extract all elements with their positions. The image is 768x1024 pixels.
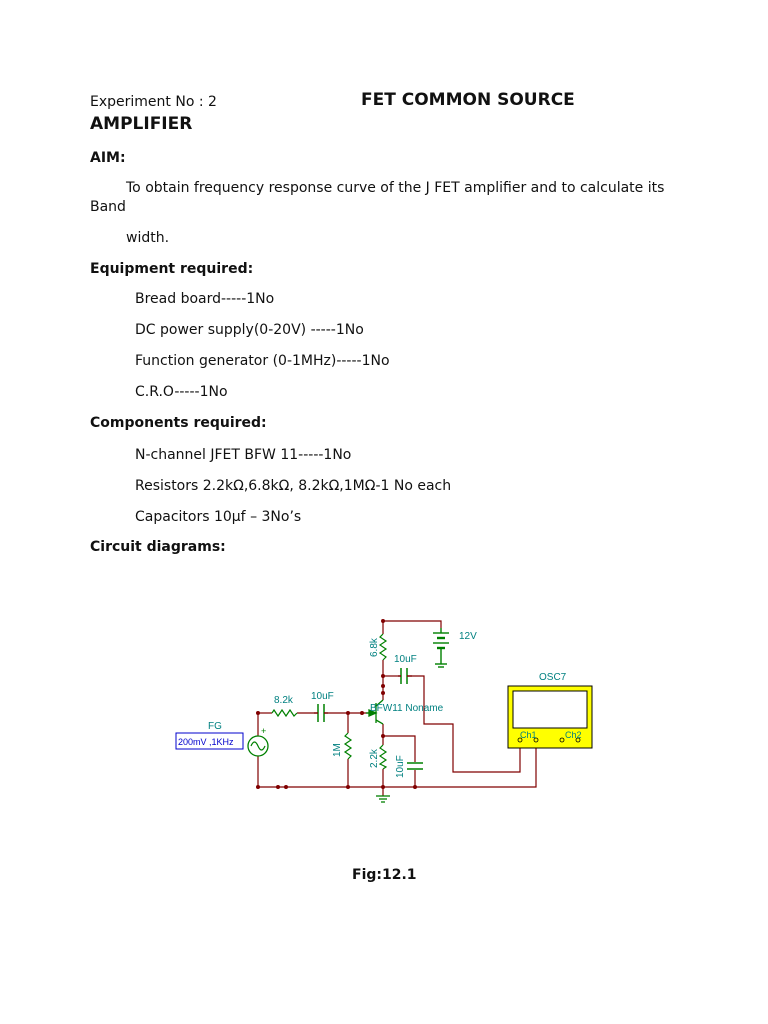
title-line2: AMPLIFIER (90, 114, 193, 134)
title-line1: FET COMMON SOURCE (361, 90, 575, 110)
c-out-label: 10uF (394, 654, 417, 665)
equipment-item: Function generator (0-1MHz)-----1No (135, 353, 390, 369)
circuit-wires (257, 620, 537, 796)
transistor-label: BFW11 Noname (370, 703, 444, 714)
osc-label: OSC7 (539, 672, 567, 683)
aim-heading: AIM: (90, 150, 126, 166)
aim-text-line1: To obtain frequency response curve of th… (126, 180, 665, 196)
capacitor-source (407, 762, 423, 770)
resistor-1m (343, 732, 353, 760)
ch2-label: Ch2 (565, 730, 582, 740)
equipment-item: C.R.O-----1No (135, 384, 228, 400)
component-item: N-channel JFET BFW 11-----1No (135, 447, 352, 463)
r-in-label: 8.2k (274, 695, 294, 706)
function-generator: + (175, 726, 269, 757)
resistor-8-2k (271, 708, 298, 718)
circuit-heading: Circuit diagrams: (90, 539, 226, 555)
equipment-heading: Equipment required: (90, 261, 254, 277)
fg-label: FG (208, 721, 222, 732)
resistor-6-8k (378, 633, 388, 661)
equipment-item: Bread board-----1No (135, 291, 275, 307)
battery-12v (433, 628, 449, 668)
circuit-diagram: + FG (175, 619, 593, 803)
junction-dots (256, 619, 417, 789)
figure-caption: Fig:12.1 (352, 867, 417, 883)
components-heading: Components required: (90, 415, 267, 431)
r-gate-label: 1M (332, 743, 343, 757)
fg-value-label: 200mV ,1KHz (178, 737, 234, 747)
experiment-number: Experiment No : 2 (90, 94, 217, 110)
supply-label: 12V (459, 631, 477, 642)
svg-text:+: + (261, 726, 266, 736)
c-source-label: 10uF (395, 755, 406, 778)
equipment-item: DC power supply(0-20V) -----1No (135, 322, 364, 338)
oscilloscope (507, 685, 593, 749)
r-source-label: 2.2k (369, 748, 380, 768)
capacitor-output (398, 668, 412, 684)
c-in-label: 10uF (311, 691, 334, 702)
jfet-transistor (366, 699, 384, 725)
aim-text-line2: Band (90, 199, 126, 215)
resistor-2-2k (378, 744, 388, 770)
ground-symbol (376, 795, 390, 803)
ch1-label: Ch1 (520, 730, 537, 740)
component-item: Resistors 2.2kΩ,6.8kΩ, 8.2kΩ,1MΩ-1 No ea… (135, 478, 452, 494)
aim-text-line3: width. (126, 230, 170, 246)
r-drain-label: 6.8k (369, 637, 380, 657)
component-item: Capacitors 10µf – 3No’s (135, 509, 302, 525)
capacitor-input (314, 704, 328, 722)
